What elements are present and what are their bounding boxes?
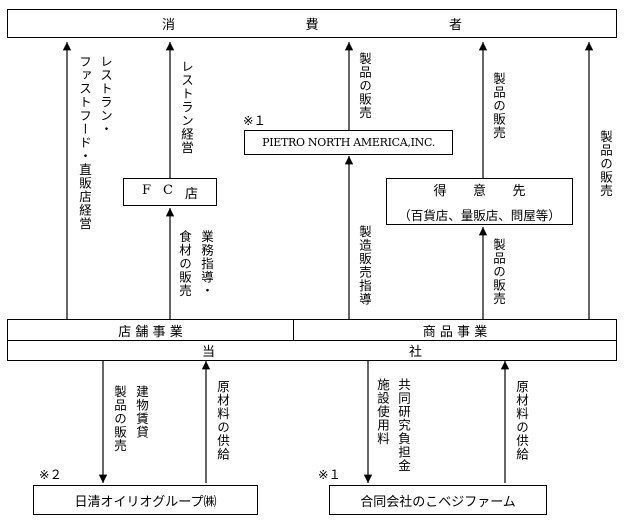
consumer-char-2: 費: [305, 18, 319, 33]
company-char-1: 当: [202, 345, 216, 360]
nisshin-label: 日清オイリオグループ㈱: [74, 494, 217, 510]
note-2: ※２: [39, 467, 62, 482]
company-char-2: 社: [408, 345, 422, 360]
flow-product-sales-tokuisaki-top: 製品の販売: [491, 72, 506, 140]
fc-char-2: C: [163, 182, 173, 198]
fc-store-box: F C 店: [123, 178, 217, 206]
flow-mfg-sales-guidance: 製造販売指導: [357, 225, 372, 306]
nisshin-box: 日清オイリオグループ㈱: [33, 485, 258, 515]
store-business-label: 店 舗 事 業: [118, 324, 183, 340]
flow-product-sales-nisshin: 製品の販売: [112, 385, 127, 453]
flow-raw-supply-nokoveji: 原材料の供給: [514, 380, 529, 461]
flow-facility-fee: 施設使用料: [375, 378, 390, 446]
flow-foodstuff-sales: 食材の販売: [177, 230, 192, 298]
tokuisaki-box: 得 意 先 （百貨店、量販店、問屋等）: [386, 178, 573, 225]
flow-product-sales-right: 製品の販売: [598, 130, 613, 198]
flow-product-sales-tokuisaki-bottom: 製品の販売: [491, 238, 506, 306]
nokoveji-box: 合同会社のこベジファーム: [329, 485, 547, 515]
tokuisaki-sub: （百貨店、量販店、問屋等）: [398, 207, 561, 223]
flow-restaurant-mgmt: レストラン経営: [179, 60, 194, 155]
consumer-char-3: 者: [448, 18, 462, 33]
company-box: 当 社: [7, 340, 617, 361]
tokuisaki-char-3: 先: [512, 183, 526, 199]
pietro-na-label: PIETRO NORTH AMERICA,INC.: [262, 136, 435, 149]
product-business-label: 商 品 事 業: [422, 324, 488, 340]
fc-char-1: F: [142, 182, 152, 198]
flow-product-sales-pietro: 製品の販売: [357, 52, 372, 120]
flow-business-guidance: 業務指導・: [199, 230, 214, 298]
note-1-bottom: ※１: [318, 467, 341, 482]
tokuisaki-char-2: 意: [472, 183, 486, 199]
nokoveji-label: 合同会社のこベジファーム: [360, 494, 516, 510]
flow-raw-supply-nisshin: 原材料の供給: [215, 380, 230, 461]
flow-restaurant-fastfood-col1: レストラン・: [98, 55, 113, 136]
fc-char-3: 店: [184, 186, 198, 202]
store-business-box: 店 舗 事 業: [7, 319, 294, 341]
consumer-box: 消 費 者: [7, 9, 617, 38]
product-business-box: 商 品 事 業: [293, 319, 617, 341]
pietro-na-box: PIETRO NORTH AMERICA,INC.: [244, 130, 453, 155]
consumer-char-1: 消: [162, 18, 176, 33]
flow-building-lease: 建物賃貸: [134, 385, 149, 439]
tokuisaki-char-1: 得: [433, 183, 447, 199]
flow-joint-research: 共同研究負担金: [396, 378, 411, 473]
note-1-top: ※１: [243, 113, 266, 128]
flow-restaurant-fastfood-col2: ファストフード・直販店経営: [77, 55, 92, 231]
